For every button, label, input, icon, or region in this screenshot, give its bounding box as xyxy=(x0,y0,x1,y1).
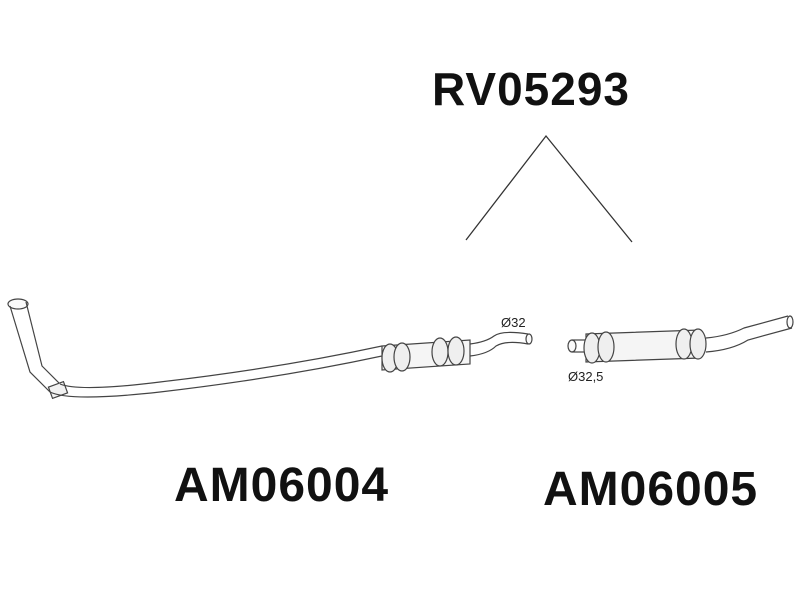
right-pipe-diameter-label: Ø32,5 xyxy=(568,369,604,384)
assembly-split-lines xyxy=(465,134,633,243)
rear-silencer-drawing xyxy=(567,315,794,364)
front-pipe-drawing xyxy=(7,298,533,400)
left-pipe-diameter-label: Ø32 xyxy=(501,315,526,330)
left-part-code: AM06004 xyxy=(174,459,390,512)
assembly-code: RV05293 xyxy=(432,63,630,115)
right-part-code: AM06005 xyxy=(543,463,759,516)
